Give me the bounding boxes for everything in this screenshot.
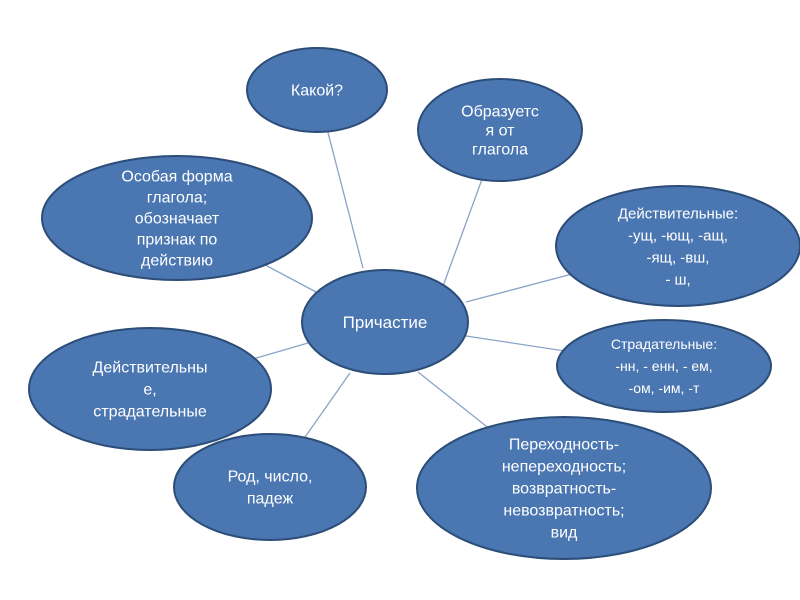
obrazuetsya-text-line: я от — [486, 123, 516, 140]
kakoy-text-line: Какой? — [291, 83, 343, 100]
stradatelnye-suffixes-text-line: -ом, -им, -т — [629, 380, 700, 396]
deystvitelnye-suffixes-text-line: -ущ, -ющ, -ащ, — [628, 227, 728, 244]
node-deystvitelnye-suffixes: Действительные: -ущ, -ющ, -ащ, -ящ, -вш, - … — [555, 185, 800, 307]
obrazuetsya-text-line: глагола — [472, 142, 528, 159]
obrazuetsya-ellipse — [417, 78, 583, 182]
deystv-stradat-text-line: Действительны — [93, 360, 208, 377]
node-obrazuetsya: Образуетс я от глагола — [417, 78, 583, 182]
perehodnost-text-line: возвратность- — [512, 481, 616, 498]
rod-chislo-text-line: Род, число, — [228, 469, 313, 486]
node-stradatelnye-suffixes: Страдательные: -нн, - енн, - ем, -ом, -им,… — [556, 319, 772, 413]
center-ellipse — [301, 269, 469, 375]
osobaya-forma-text-line: обозначает — [135, 211, 220, 228]
kakoy-ellipse — [246, 47, 388, 133]
osobaya-forma-text-line: Особая форма — [121, 169, 232, 186]
node-rod-chislo: Род, число, падеж — [173, 433, 367, 541]
center-text-line: Причастие — [343, 313, 428, 332]
osobaya-forma-ellipse — [41, 155, 313, 281]
perehodnost-ellipse — [416, 416, 712, 560]
node-osobaya-forma: Особая форма глагола; обозначает признак по… — [41, 155, 313, 281]
node-center-prichastie: Причастие — [301, 269, 469, 375]
osobaya-forma-text-line: действию — [141, 253, 213, 270]
deystvitelnye-suffixes-ellipse — [555, 185, 800, 307]
deystv-stradat-text-line: страдательные — [93, 404, 207, 421]
perehodnost-text-line: Переходность- — [509, 437, 619, 454]
node-deystv-stradat: Действительны е, страдательные — [28, 327, 272, 451]
rod-chislo-ellipse — [173, 433, 367, 541]
node-kakoy: Какой? — [246, 47, 388, 133]
perehodnost-text-line: вид — [551, 525, 578, 542]
osobaya-forma-text-line: глагола; — [147, 190, 207, 207]
deystvitelnye-suffixes-text-line: Действительные: — [618, 205, 738, 222]
stradatelnye-suffixes-text-line: -нн, - енн, - ем, — [615, 358, 712, 374]
deystvitelnye-suffixes-text-line: -ящ, -вш, — [647, 249, 710, 266]
osobaya-forma-text-line: признак по — [137, 232, 218, 249]
rod-chislo-text-line: падеж — [247, 491, 294, 508]
perehodnost-text-line: невозвратность; — [503, 503, 624, 520]
stradatelnye-suffixes-text-line: Страдательные: — [611, 336, 717, 352]
perehodnost-text-line: непереходность; — [502, 459, 626, 476]
deystv-stradat-ellipse — [28, 327, 272, 451]
deystvitelnye-suffixes-text-line: - ш, — [665, 271, 690, 288]
node-perehodnost: Переходность-непереходность; возвратность… — [416, 416, 712, 560]
stradatelnye-suffixes-ellipse — [556, 319, 772, 413]
deystv-stradat-text-line: е, — [143, 382, 156, 399]
obrazuetsya-text-line: Образуетс — [461, 104, 539, 121]
